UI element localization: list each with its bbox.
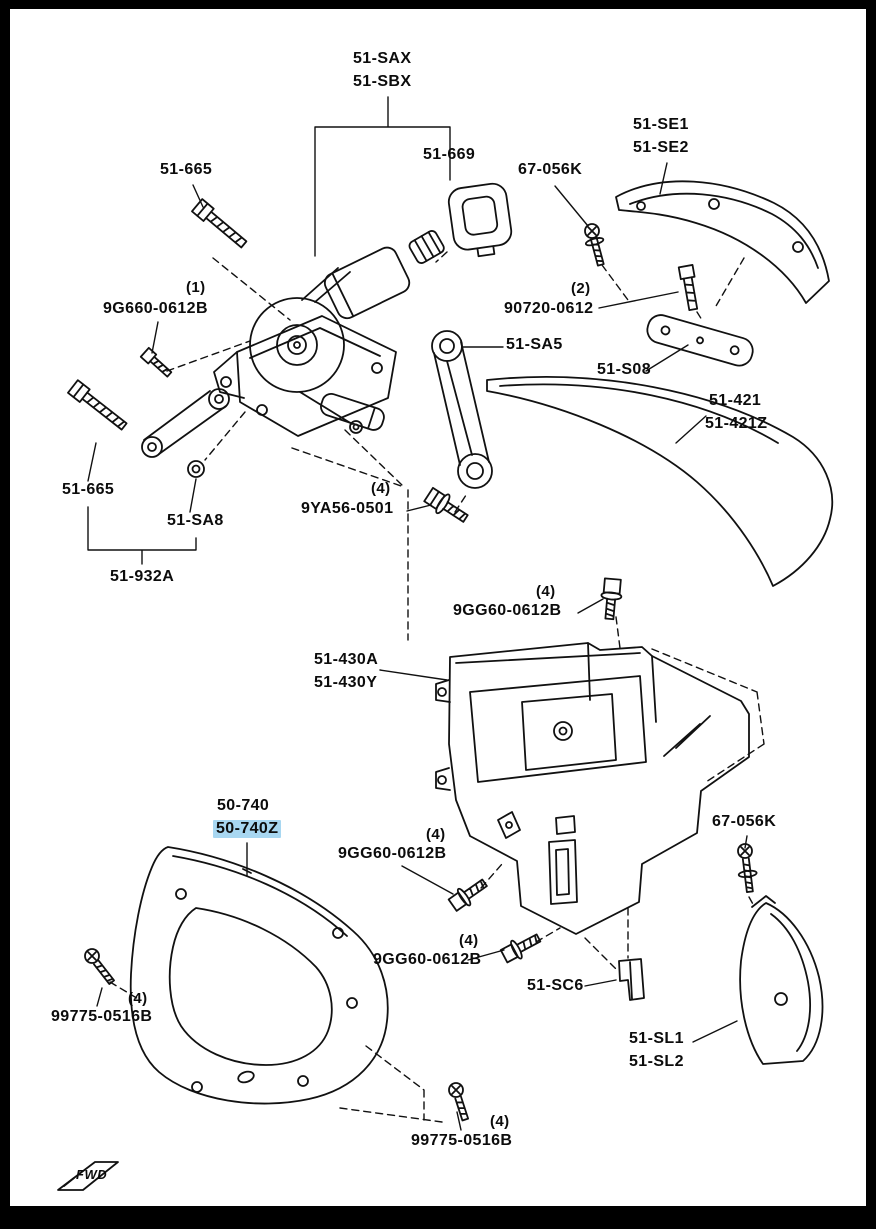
grommet-51-669-drawing (447, 182, 513, 258)
screw-9gg60-mid-drawing (447, 878, 488, 912)
screw-67-056k-top-drawing (584, 223, 605, 267)
part-label-51-932a: 51-932A (110, 568, 175, 585)
part-label-51-sa8: 51-SA8 (167, 512, 224, 529)
link-51-sa5-drawing (431, 330, 493, 489)
panel-50-740-drawing (129, 846, 389, 1105)
trim-51-se1-drawing (615, 180, 830, 304)
part-label-50-740z[interactable]: 50-740Z (213, 820, 282, 839)
part-label-51-665-left: 51-665 (62, 481, 115, 498)
screw-9gg60-low-drawing (499, 933, 542, 964)
part-label-51-665-top: 51-665 (160, 161, 213, 178)
clip-51-sc6-drawing (618, 958, 645, 1001)
part-label-51-sbx: 51-SBX (353, 73, 412, 90)
frame-border-left (0, 0, 10, 1229)
part-label-51-sax: 51-SAX (353, 50, 412, 67)
frame-border-top (0, 0, 876, 9)
part-label-51-sl1: 51-SL1 (629, 1030, 684, 1047)
part-label-99775-0516b-left: 99775-0516B (51, 1008, 153, 1025)
part-label-51-669: 51-669 (423, 146, 476, 163)
screw-99775-bottom-drawing (448, 1082, 470, 1122)
bolt-51-665-top-drawing (191, 198, 248, 249)
qty-label-9ya56: (4) (371, 480, 391, 497)
bracket-51-430a-drawing (435, 642, 750, 935)
assembly-dashed-lines (109, 251, 765, 1123)
qty-label-9gg60-top: (4) (536, 583, 556, 600)
cowl-51-421-drawing (486, 376, 834, 587)
part-label-51-s08: 51-S08 (597, 361, 651, 378)
part-label-51-se2: 51-SE2 (633, 139, 689, 156)
wiper-motor-assembly-drawing (213, 230, 445, 437)
qty-label-90720: (2) (571, 280, 591, 297)
part-label-99775-0516b-bottom: 99775-0516B (411, 1132, 513, 1149)
part-label-51-421z: 51-421Z (705, 415, 768, 432)
screw-9g660-drawing (139, 346, 173, 378)
qty-label-99775-bottom: (4) (490, 1113, 510, 1130)
bracket-51-sl1-drawing (739, 895, 824, 1065)
screw-99775-left-drawing (84, 948, 115, 985)
frame-border-right (866, 0, 876, 1229)
label-leader-lines (87, 96, 748, 1131)
part-label-51-430y: 51-430Y (314, 674, 378, 691)
part-label-9gg60-0612b-top: 9GG60-0612B (453, 602, 562, 619)
part-label-67-056k-bottom: 67-056K (712, 813, 777, 830)
qty-label-9gg60-mid: (4) (426, 826, 446, 843)
qty-label-9gg60-low: (4) (459, 932, 479, 949)
bolt-9gg60-top-drawing (600, 577, 623, 621)
bolt-9ya56-drawing (423, 486, 469, 523)
fwd-arrow-icon (57, 1161, 119, 1191)
qty-label-9g660: (1) (186, 279, 206, 296)
part-label-9gg60-0612b-mid: 9GG60-0612B (338, 845, 447, 862)
fwd-direction-label: FWD (76, 1167, 108, 1182)
qty-label-99775-left: (4) (128, 990, 148, 1007)
part-label-90720-0612: 90720-0612 (504, 300, 594, 317)
part-label-50-740: 50-740 (217, 797, 270, 814)
part-label-51-sl2: 51-SL2 (629, 1053, 684, 1070)
frame-border-bottom (0, 1206, 876, 1229)
screw-67-056k-bottom-drawing (737, 843, 758, 893)
part-label-51-se1: 51-SE1 (633, 116, 689, 133)
part-label-51-430a: 51-430A (314, 651, 379, 668)
part-label-9gg60-0612b-low: 9GG60-0612B (373, 951, 482, 968)
bolt-51-665-left-drawing (67, 379, 128, 431)
part-label-51-sc6: 51-SC6 (527, 977, 584, 994)
part-label-9ya56-0501: 9YA56-0501 (301, 500, 394, 517)
plate-51-s08-drawing (646, 314, 754, 367)
part-label-51-sa5: 51-SA5 (506, 336, 563, 353)
part-label-67-056k-top: 67-056K (518, 161, 583, 178)
part-label-51-421: 51-421 (709, 392, 762, 409)
bracket-51-sa8-drawing (141, 388, 230, 478)
part-label-9g660-0612b: 9G660-0612B (103, 300, 208, 317)
bolt-90720-drawing (677, 264, 699, 312)
